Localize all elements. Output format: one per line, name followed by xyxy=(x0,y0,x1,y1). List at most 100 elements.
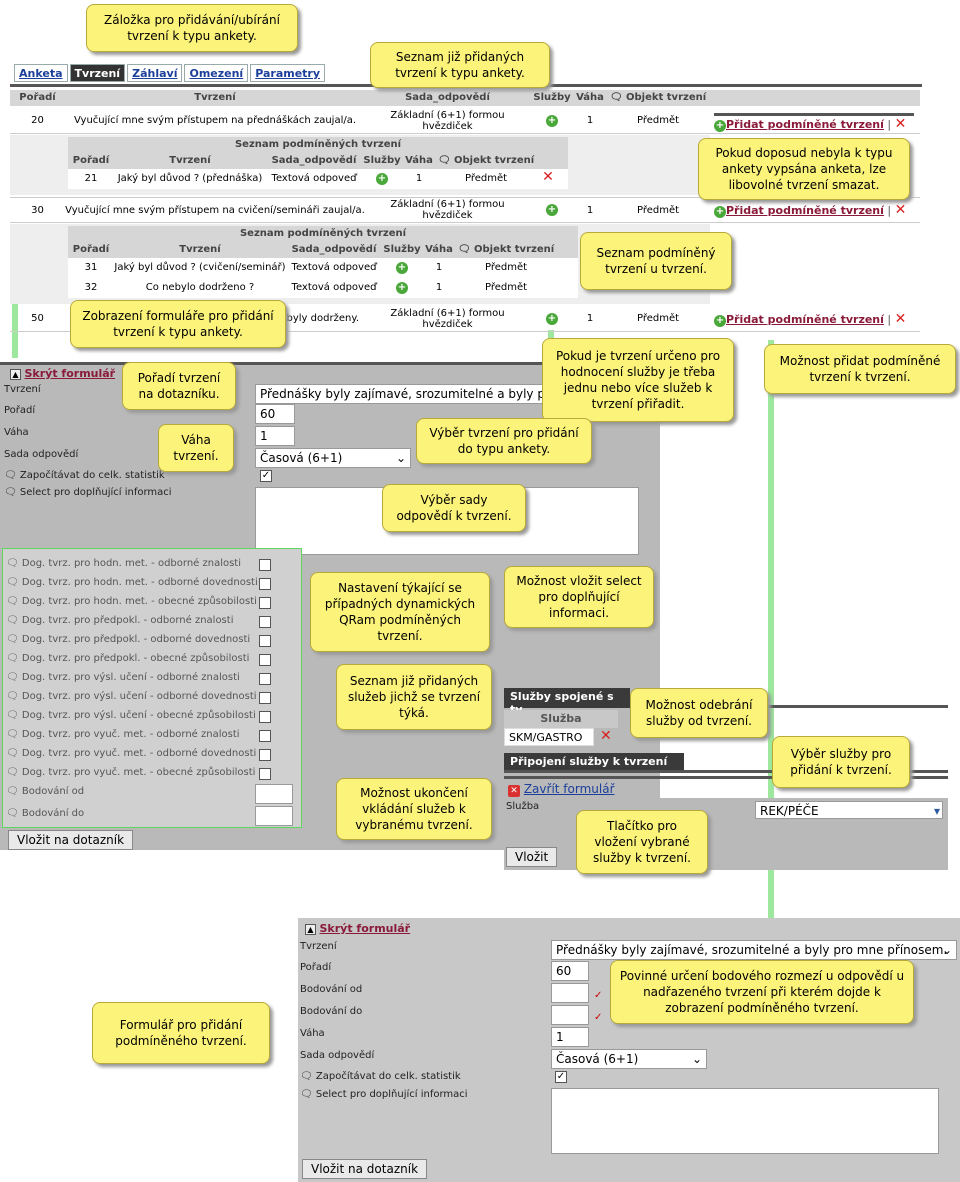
label2-bod-od: Bodování od xyxy=(300,984,363,995)
dynamic-setting-checkbox[interactable] xyxy=(259,635,271,647)
dynamic-setting-checkbox[interactable] xyxy=(259,597,271,609)
statements-table: Pořadí Tvrzení Sada_odpovědí Služby Váha… xyxy=(10,90,920,106)
chevron-down-icon: ⌄ xyxy=(941,943,952,957)
chevron-down-icon: ⌄ xyxy=(691,1052,702,1066)
dynamic-setting-label: 🗨 Dog. tvrz. pro vyuč. met. - obecné způ… xyxy=(6,767,255,778)
collapse-icon[interactable]: ▲ xyxy=(10,369,21,380)
dynamic-setting-checkbox[interactable] xyxy=(259,711,271,723)
dynamic-setting-checkbox[interactable] xyxy=(259,730,271,742)
weight-input[interactable]: 1 xyxy=(255,426,295,446)
add-service-icon[interactable]: + xyxy=(546,114,558,127)
label-bod-od-text: Bodování od xyxy=(21,786,85,797)
label-select: 🗨 Select pro doplňující informaci xyxy=(4,487,172,498)
close-form-link[interactable]: Zavřít formulář xyxy=(523,782,615,796)
order2-input[interactable]: 60 xyxy=(551,961,589,981)
submit2-button[interactable]: Vložit na dotazník xyxy=(302,1159,428,1179)
tab-anketa[interactable]: Anketa xyxy=(14,64,68,82)
hide-form-link[interactable]: Skrýt formulář xyxy=(24,367,116,380)
close-icon[interactable]: ✕ xyxy=(508,785,520,797)
callout-add-conditional: Možnost přidat podmíněné tvrzení k tvrze… xyxy=(764,344,956,394)
label2-vaha: Váha xyxy=(300,1028,325,1039)
statement2-value: Přednášky byly zajímavé, srozumitelné a … xyxy=(556,943,948,957)
connect-line2 xyxy=(504,776,948,779)
add-service-icon[interactable]: + xyxy=(376,173,388,185)
sub-col-sluzby: Služby xyxy=(363,155,401,166)
dynamic-setting-checkbox[interactable] xyxy=(259,749,271,761)
remove-service-icon[interactable]: ✕ xyxy=(600,728,612,744)
submit-button[interactable]: Vložit na dotazník xyxy=(8,830,134,850)
add-service-icon[interactable]: + xyxy=(546,312,558,325)
delete-icon[interactable]: ✕ xyxy=(894,311,907,327)
comment-icon: 🗨 xyxy=(6,767,22,778)
delete-icon[interactable]: ✕ xyxy=(894,116,907,132)
dynamic-setting-label: 🗨 Dog. tvrz. pro hodn. met. - odborné zn… xyxy=(6,558,241,569)
row-vaha: 1 xyxy=(586,313,594,324)
callout-service-select: Výběr služby pro přidání k tvrzení. xyxy=(772,736,910,788)
tab-omezeni[interactable]: Omezení xyxy=(184,64,249,82)
label-vaha: Váha xyxy=(4,427,29,438)
add-conditional-link[interactable]: Přidat podmíněné tvrzení xyxy=(726,313,884,326)
add-conditional-link[interactable]: Přidat podmíněné tvrzení xyxy=(726,118,884,131)
sub-col-tvrzeni: Tvrzení xyxy=(169,155,211,166)
tab-zahlavi[interactable]: Záhlaví xyxy=(127,64,183,82)
row-poradi: 50 xyxy=(31,313,44,324)
add-conditional: +Přidat podmíněné tvrzení | ✕ xyxy=(714,311,907,327)
add-conditional: +Přidat podmíněné tvrzení | ✕ xyxy=(714,202,907,218)
collapse-icon[interactable]: ▲ xyxy=(305,924,316,935)
required-icon: ✓ xyxy=(594,990,603,1001)
delete-icon[interactable]: ✕ xyxy=(894,202,907,218)
answer-set2-select[interactable]: Časová (6+1)⌄ xyxy=(551,1049,707,1069)
sub-col-sluzby: Služby xyxy=(383,244,421,255)
comment-icon: 🗨 xyxy=(6,577,22,588)
statement-select[interactable]: Přednášky byly zajímavé, srozumitelné a … xyxy=(255,384,545,404)
service-select-value: REK/PÉČE xyxy=(760,804,819,818)
sub-tvrzeni: Jaký byl důvod ? (přednáška) xyxy=(117,173,263,184)
row-objekt: Předmět xyxy=(636,204,680,216)
sub-tvrzeni: Jaký byl důvod ? (cvičení/seminář) xyxy=(114,262,286,273)
callout-answer-set: Výběr sady odpovědí k tvrzení. xyxy=(382,484,526,532)
dynamic-setting-checkbox[interactable] xyxy=(259,673,271,685)
score2-to-input[interactable] xyxy=(551,1005,589,1025)
dynamic-setting-checkbox[interactable] xyxy=(259,616,271,628)
hide-form2-link[interactable]: Skrýt formulář xyxy=(319,922,411,935)
answer-set-select[interactable]: Časová (6+1)⌄ xyxy=(255,448,411,468)
order-input[interactable]: 60 xyxy=(255,404,295,424)
sub-col-poradi: Pořadí xyxy=(72,155,110,166)
comment-icon: 🗨 xyxy=(6,691,22,702)
weight2-input[interactable]: 1 xyxy=(551,1027,589,1047)
dynamic-setting-checkbox[interactable] xyxy=(259,692,271,704)
dynamic-setting-label: 🗨 Dog. tvrz. pro předpokl. - odborné dov… xyxy=(6,634,250,645)
add-service-icon[interactable]: + xyxy=(396,282,408,294)
score-from-input[interactable] xyxy=(255,784,293,804)
tab-tvrzeni[interactable]: Tvrzení xyxy=(69,64,126,82)
stats-checkbox[interactable]: ✓ xyxy=(260,470,272,482)
stats2-checkbox[interactable]: ✓ xyxy=(555,1071,567,1083)
dynamic-setting-text: Dog. tvrz. pro výsl. učení - obecné způs… xyxy=(21,710,256,721)
sub-poradi: 31 xyxy=(84,262,98,273)
delete-icon[interactable]: ✕ xyxy=(542,169,554,185)
dynamic-setting-checkbox[interactable] xyxy=(259,654,271,666)
score-to-input[interactable] xyxy=(255,806,293,826)
label-sada: Sada odpovědí xyxy=(4,449,79,460)
label2-tvrzeni: Tvrzení xyxy=(300,941,337,952)
callout-close: Možnost ukončení vkládání služeb k vybra… xyxy=(336,778,492,840)
sub-col-vaha: Váha xyxy=(405,155,433,166)
label2-bod-do: Bodování do xyxy=(300,1006,363,1017)
dynamic-setting-checkbox[interactable] xyxy=(259,768,271,780)
score2-from-input[interactable] xyxy=(551,983,589,1003)
label2-select-text: Select pro doplňující informaci xyxy=(315,1089,468,1100)
sub-objekt: Předmět xyxy=(484,282,528,293)
dynamic-setting-text: Dog. tvrz. pro hodn. met. - odborné znal… xyxy=(21,558,242,569)
table-row: 20 Vyučující mne svým přístupem na předn… xyxy=(10,108,920,134)
sub-col-objekt: 🗨 Objekt tvrzení xyxy=(437,155,535,166)
statement2-select[interactable]: Přednášky byly zajímavé, srozumitelné a … xyxy=(551,940,957,960)
tab-parametry[interactable]: Parametry xyxy=(250,64,326,82)
add-service-icon[interactable]: + xyxy=(546,204,558,216)
add-service-icon[interactable]: + xyxy=(396,262,408,274)
add-conditional-link[interactable]: Přidat podmíněné tvrzení xyxy=(726,204,884,217)
dynamic-setting-checkbox[interactable] xyxy=(259,578,271,590)
select2-textarea[interactable] xyxy=(551,1088,939,1154)
dynamic-setting-checkbox[interactable] xyxy=(259,559,271,571)
insert-service-button[interactable]: Vložit xyxy=(506,847,558,867)
service-select[interactable]: REK/PÉČE▾ xyxy=(755,801,943,819)
